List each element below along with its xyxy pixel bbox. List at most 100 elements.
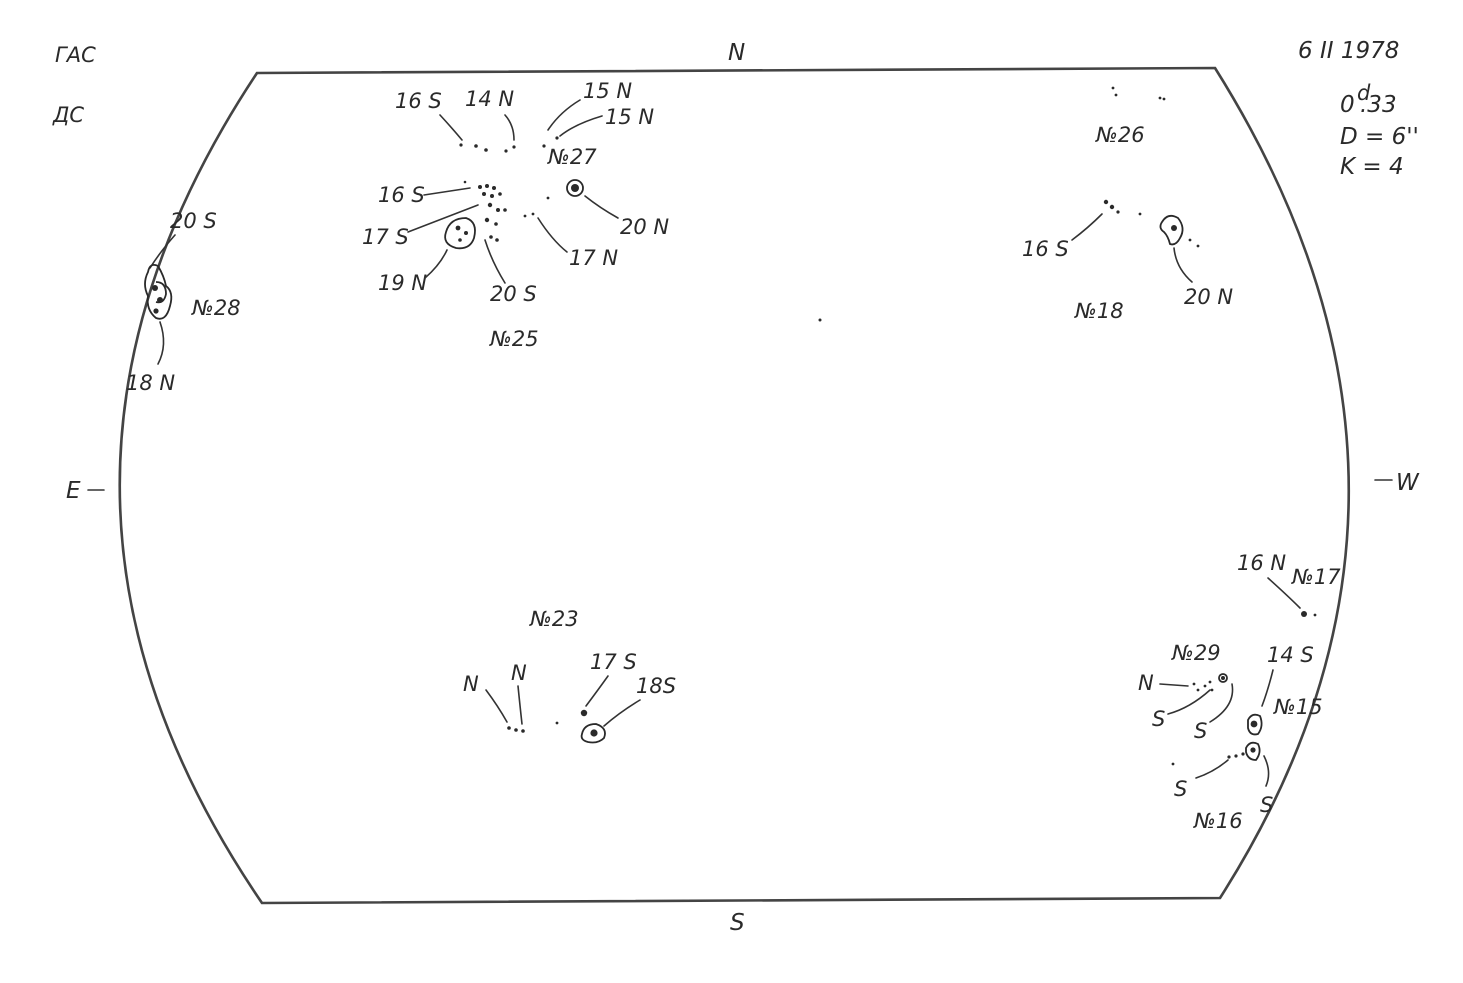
g26-spot	[1162, 97, 1166, 101]
g23-spot	[555, 721, 559, 725]
g23-label-17s: 17 S	[590, 650, 637, 674]
g29-label-s2: S	[1194, 719, 1207, 743]
g15-label-14s: 14 S	[1267, 643, 1314, 667]
g27-spot	[542, 144, 546, 148]
g18-label-20n: 20 N	[1184, 285, 1233, 309]
g25-umbra	[464, 231, 468, 235]
g18-leader-16s	[1071, 213, 1103, 241]
g25-spot	[463, 180, 467, 184]
g16-spot	[1171, 762, 1175, 766]
g26-spot	[1111, 86, 1115, 90]
g16-main-spot	[1245, 741, 1261, 761]
g29-umbra	[1221, 676, 1225, 680]
g25-spot	[492, 186, 496, 190]
g25-label-20s: 20 S	[490, 282, 537, 306]
g27-leader-15n-a	[547, 99, 581, 131]
g16-leader-s2	[1263, 755, 1270, 787]
g16-spot	[1227, 755, 1231, 759]
g27-spot	[555, 136, 559, 140]
g27-label-17n: 17 N	[569, 246, 618, 270]
g26-spot	[1158, 96, 1162, 100]
g25-spot	[489, 235, 493, 239]
g28-label-20s: 20 S	[170, 209, 217, 233]
g16-umbra	[1250, 747, 1256, 753]
g18-spot	[1109, 204, 1115, 210]
g23-spot	[521, 729, 525, 733]
g27-spot	[531, 212, 535, 216]
g18-spot	[1138, 212, 1142, 216]
g25-spot	[495, 238, 499, 242]
g23-label-18s: 18S	[636, 674, 676, 698]
g25-label-17s: 17 S	[362, 225, 409, 249]
g18-umbra	[1171, 225, 1177, 231]
observatory-label: ГАС	[55, 43, 96, 67]
compass-west: W	[1396, 470, 1420, 496]
g23-main-spot	[580, 723, 606, 744]
g18-spot	[1103, 199, 1109, 205]
compass-south: S	[730, 910, 745, 936]
g26-spot	[1114, 93, 1118, 97]
g17-leader	[1267, 577, 1301, 609]
g18-spot	[1196, 244, 1200, 248]
g25-leader-20s	[484, 239, 506, 284]
g29-spot	[1208, 680, 1212, 684]
compass-north: N	[728, 40, 745, 66]
g25-spot	[474, 144, 478, 148]
g25-leader-17s	[407, 204, 479, 233]
g27-spot	[546, 196, 550, 200]
g28-number: №28	[191, 296, 241, 320]
g25-umbra	[455, 225, 461, 231]
g25-spot	[503, 208, 507, 212]
g29-leader-n	[1159, 683, 1189, 687]
g25-spot	[487, 202, 493, 208]
g25-spot	[478, 185, 482, 189]
g28-leader-18n	[157, 321, 165, 365]
group-18: 16 S 20 N №18	[1022, 199, 1233, 323]
g25-label-19n: 19 N	[378, 271, 427, 295]
group-27: 15 N 15 N №27 20 N 17 N	[523, 79, 669, 270]
g29-main-spot	[1218, 673, 1228, 683]
g15-number: №15	[1273, 695, 1323, 719]
g27-label-20n: 20 N	[620, 215, 669, 239]
g25-leader-19n	[424, 249, 448, 279]
g27-leader-15n-b	[559, 115, 603, 137]
g26-number: №26	[1095, 123, 1145, 147]
g25-number: №25	[489, 327, 539, 351]
g25-label-16s-a: 16 S	[395, 89, 442, 113]
g28-label-18n: 18 N	[126, 371, 175, 395]
g27-spot	[523, 214, 527, 218]
g23-leader-n1	[485, 689, 508, 723]
g25-label-16s-b: 16 S	[378, 183, 425, 207]
g27-label-15n-a: 15 N	[583, 79, 632, 103]
g25-spot	[504, 149, 508, 153]
time-rest: .33	[1360, 92, 1397, 118]
g23-leader-n2	[517, 685, 523, 725]
g25-spot	[484, 148, 488, 152]
g18-number: №18	[1074, 299, 1124, 323]
observatory2-label: ДС	[52, 103, 84, 127]
g23-leader-17s	[585, 675, 609, 707]
g23-spot	[514, 728, 518, 732]
time-main: 0	[1340, 92, 1355, 118]
g29-leader-s2	[1209, 683, 1234, 723]
g18-main-spot	[1159, 214, 1184, 246]
g18-spot	[1188, 238, 1192, 242]
g27-leader-17n	[537, 217, 568, 253]
g29-spot	[1210, 688, 1214, 692]
g23-spot-17s	[580, 709, 588, 717]
group-15: 14 S №15	[1247, 643, 1323, 736]
group-25: 16 S 14 N 16 S 17 S 19 N 20 S №25	[362, 87, 539, 351]
g16-spot	[1234, 754, 1238, 758]
g23-label-n2: N	[511, 661, 527, 685]
g15-main-spot	[1247, 713, 1263, 736]
g25-spot	[512, 145, 516, 149]
g16-number: №16	[1193, 809, 1243, 833]
g16-label-s1: S	[1174, 777, 1187, 801]
g25-label-14n: 14 N	[465, 87, 514, 111]
g23-umbra	[590, 729, 598, 737]
g17-label-16n: 16 N	[1237, 551, 1286, 575]
g27-label-15n-b: 15 N	[605, 105, 654, 129]
g28-leader-20s	[149, 234, 176, 269]
compass-east: E	[66, 478, 81, 504]
